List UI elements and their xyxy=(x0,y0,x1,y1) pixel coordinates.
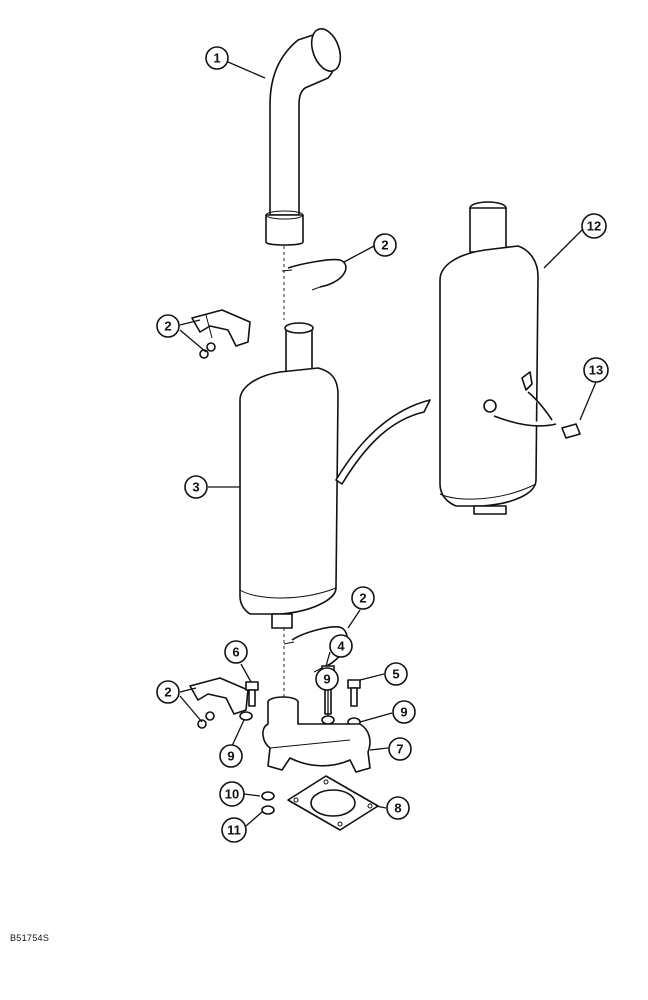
callout-3: 3 xyxy=(184,475,208,499)
svg-text:12: 12 xyxy=(587,219,601,234)
drain-plug-icon xyxy=(561,423,581,439)
leader-7 xyxy=(369,747,389,751)
leader-2d xyxy=(179,687,197,693)
nut-icon xyxy=(239,711,253,721)
washer-icon xyxy=(261,791,275,801)
nut-icon xyxy=(321,715,335,725)
muffler-icon xyxy=(239,322,339,629)
leader-2d2 xyxy=(179,695,203,723)
bolt-icon xyxy=(245,681,259,707)
callout-7: 7 xyxy=(388,737,412,761)
leader-10 xyxy=(243,793,261,797)
svg-text:10: 10 xyxy=(225,787,239,802)
leader-5 xyxy=(359,673,385,681)
leader-13 xyxy=(579,381,597,421)
callout-9: 9 xyxy=(219,744,243,768)
exhaust-pipe-icon xyxy=(265,28,342,246)
clamp-bracket-icon xyxy=(189,677,249,729)
leader-11 xyxy=(245,811,263,827)
leader-1 xyxy=(227,61,266,79)
callout-2: 2 xyxy=(351,586,375,610)
callout-4: 4 xyxy=(329,634,353,658)
gasket-icon xyxy=(287,775,379,831)
leader-2b xyxy=(179,319,201,326)
callout-2: 2 xyxy=(156,680,180,704)
svg-text:9: 9 xyxy=(400,705,407,720)
svg-text:9: 9 xyxy=(323,672,330,687)
callout-2: 2 xyxy=(373,233,397,257)
svg-text:2: 2 xyxy=(164,319,171,334)
leader-9b xyxy=(231,719,245,747)
clamp-bracket-icon xyxy=(191,309,251,359)
svg-text:2: 2 xyxy=(359,591,366,606)
leader-9c xyxy=(359,712,393,723)
muffler-alt-icon xyxy=(439,201,557,515)
svg-text:5: 5 xyxy=(392,667,399,682)
callout-6: 6 xyxy=(224,640,248,664)
svg-text:9: 9 xyxy=(227,749,234,764)
detail-arrow-icon xyxy=(335,399,431,485)
leader-8 xyxy=(375,805,387,809)
svg-text:1: 1 xyxy=(213,51,220,66)
bolt-icon xyxy=(347,679,361,707)
callout-2: 2 xyxy=(156,314,180,338)
exhaust-elbow-icon xyxy=(262,696,371,773)
callout-1: 1 xyxy=(205,46,229,70)
callout-8: 8 xyxy=(386,796,410,820)
leader-4 xyxy=(325,651,331,667)
callout-9: 9 xyxy=(315,667,339,691)
leader-2c xyxy=(347,609,361,629)
callout-10: 10 xyxy=(219,781,245,807)
svg-text:13: 13 xyxy=(589,363,603,378)
svg-text:2: 2 xyxy=(164,685,171,700)
nut-icon xyxy=(261,805,275,815)
svg-text:11: 11 xyxy=(227,823,241,838)
svg-text:4: 4 xyxy=(337,639,345,654)
svg-text:7: 7 xyxy=(396,742,403,757)
leader-2b2 xyxy=(179,329,207,353)
callout-13: 13 xyxy=(583,357,609,383)
leader-6 xyxy=(240,663,252,683)
callout-11: 11 xyxy=(221,817,247,843)
svg-text:8: 8 xyxy=(394,801,401,816)
svg-text:6: 6 xyxy=(232,645,239,660)
svg-text:2: 2 xyxy=(381,238,388,253)
leader-2a xyxy=(343,245,375,263)
callout-12: 12 xyxy=(581,213,607,239)
leader-12 xyxy=(543,229,583,269)
svg-text:3: 3 xyxy=(192,480,199,495)
callout-5: 5 xyxy=(384,662,408,686)
u-clamp-icon xyxy=(281,258,347,291)
figure-id: B51754S xyxy=(10,933,50,943)
callout-9: 9 xyxy=(392,700,416,724)
